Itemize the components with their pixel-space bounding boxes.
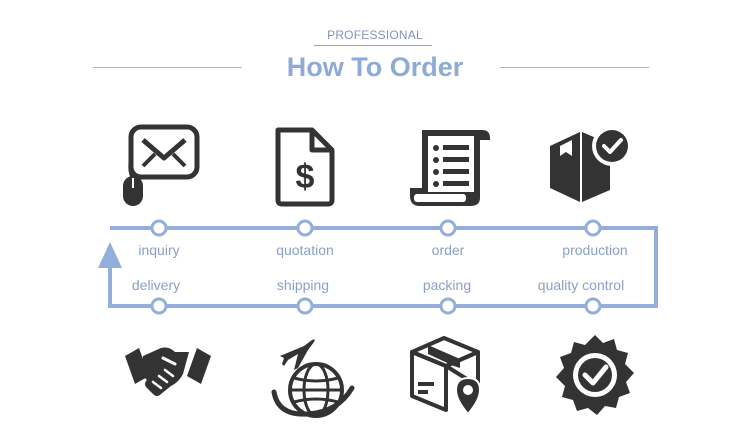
box-check-icon <box>550 126 632 202</box>
step-label-quality-control: quality control <box>537 277 625 293</box>
step-label-delivery: delivery <box>131 277 181 293</box>
eyebrow-text: PROFESSIONAL <box>327 28 423 42</box>
flow-node-shipping <box>296 297 314 315</box>
step-label-production: production <box>562 242 628 258</box>
airplane-globe-icon <box>271 339 355 418</box>
flow-node-inquiry <box>150 219 168 237</box>
mail-mouse-icon <box>123 124 200 206</box>
step-label-order: order <box>431 242 465 258</box>
badge-check-icon <box>556 335 634 415</box>
flow-node-delivery <box>150 297 168 315</box>
flow-arrowhead <box>98 242 122 268</box>
flow-node-order <box>439 219 457 237</box>
flow-loop-line <box>108 226 658 308</box>
flow-node-packing <box>439 297 457 315</box>
title-rule-left <box>93 67 242 68</box>
flow-node-production <box>584 219 602 237</box>
step-label-shipping: shipping <box>276 277 330 293</box>
flow-node-quotation <box>296 219 314 237</box>
step-label-quotation: quotation <box>276 242 334 258</box>
package-location-icon <box>410 336 482 416</box>
dollar-document-icon: $ <box>275 127 335 207</box>
flow-node-quality-control <box>584 297 602 315</box>
page-title: How To Order <box>286 52 464 82</box>
svg-text:$: $ <box>296 158 315 196</box>
step-label-packing: packing <box>422 277 472 293</box>
step-label-inquiry: inquiry <box>138 242 180 258</box>
handshake-icon <box>125 347 211 396</box>
title-rule-right <box>500 67 649 68</box>
receipt-scroll-icon <box>410 130 490 206</box>
eyebrow-underline <box>314 45 432 46</box>
